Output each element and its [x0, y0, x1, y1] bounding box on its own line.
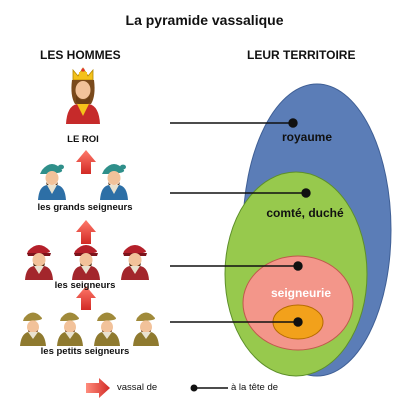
territory-heading: LEUR TERRITOIRE: [247, 48, 356, 62]
rank-lords-label: les seigneurs: [54, 280, 116, 291]
legend-graphics: [86, 378, 228, 398]
territory-ellipses: [224, 83, 392, 377]
lord-icon: [94, 312, 120, 346]
county-label: comté, duché: [266, 206, 344, 220]
diagram-title: La pyramide vassalique: [125, 12, 284, 28]
lord-icon: [57, 312, 83, 346]
lordship-label: seigneurie: [270, 286, 332, 300]
lord-icon: [133, 312, 159, 346]
rank-king-label: LE ROI: [67, 134, 99, 145]
kingdom-label: royaume: [281, 130, 333, 144]
lord-icon: [25, 245, 53, 280]
lord-icon: [121, 245, 149, 280]
lord-icon: [20, 312, 46, 346]
legend-vassal-label: vassal de: [117, 382, 158, 393]
rank-small-lords-label: les petits seigneurs: [40, 346, 130, 357]
legend-head-label: à la tête de: [231, 382, 279, 393]
pointer-line-icon: [293, 317, 303, 327]
pointer-lines: [170, 118, 311, 327]
rank-great-lords-label: les grands seigneurs: [37, 202, 133, 213]
lord-icon: [100, 164, 128, 200]
pointer-line-icon: [190, 384, 198, 392]
lord-icon: [72, 245, 100, 280]
lordship-region: [242, 255, 354, 351]
lords-icons: [25, 245, 149, 280]
arrow-up-icon: [76, 220, 96, 244]
arrow-right-icon: [86, 378, 110, 398]
pointer-line-icon: [301, 188, 311, 198]
pointer-line-icon: [293, 261, 303, 271]
pointer-line-icon: [288, 118, 298, 128]
men-heading: LES HOMMES: [40, 48, 121, 62]
small-lords-icons: [20, 312, 159, 346]
arrow-up-icon: [76, 150, 96, 174]
lord-icon: [38, 164, 66, 200]
king-icon: [65, 67, 101, 125]
